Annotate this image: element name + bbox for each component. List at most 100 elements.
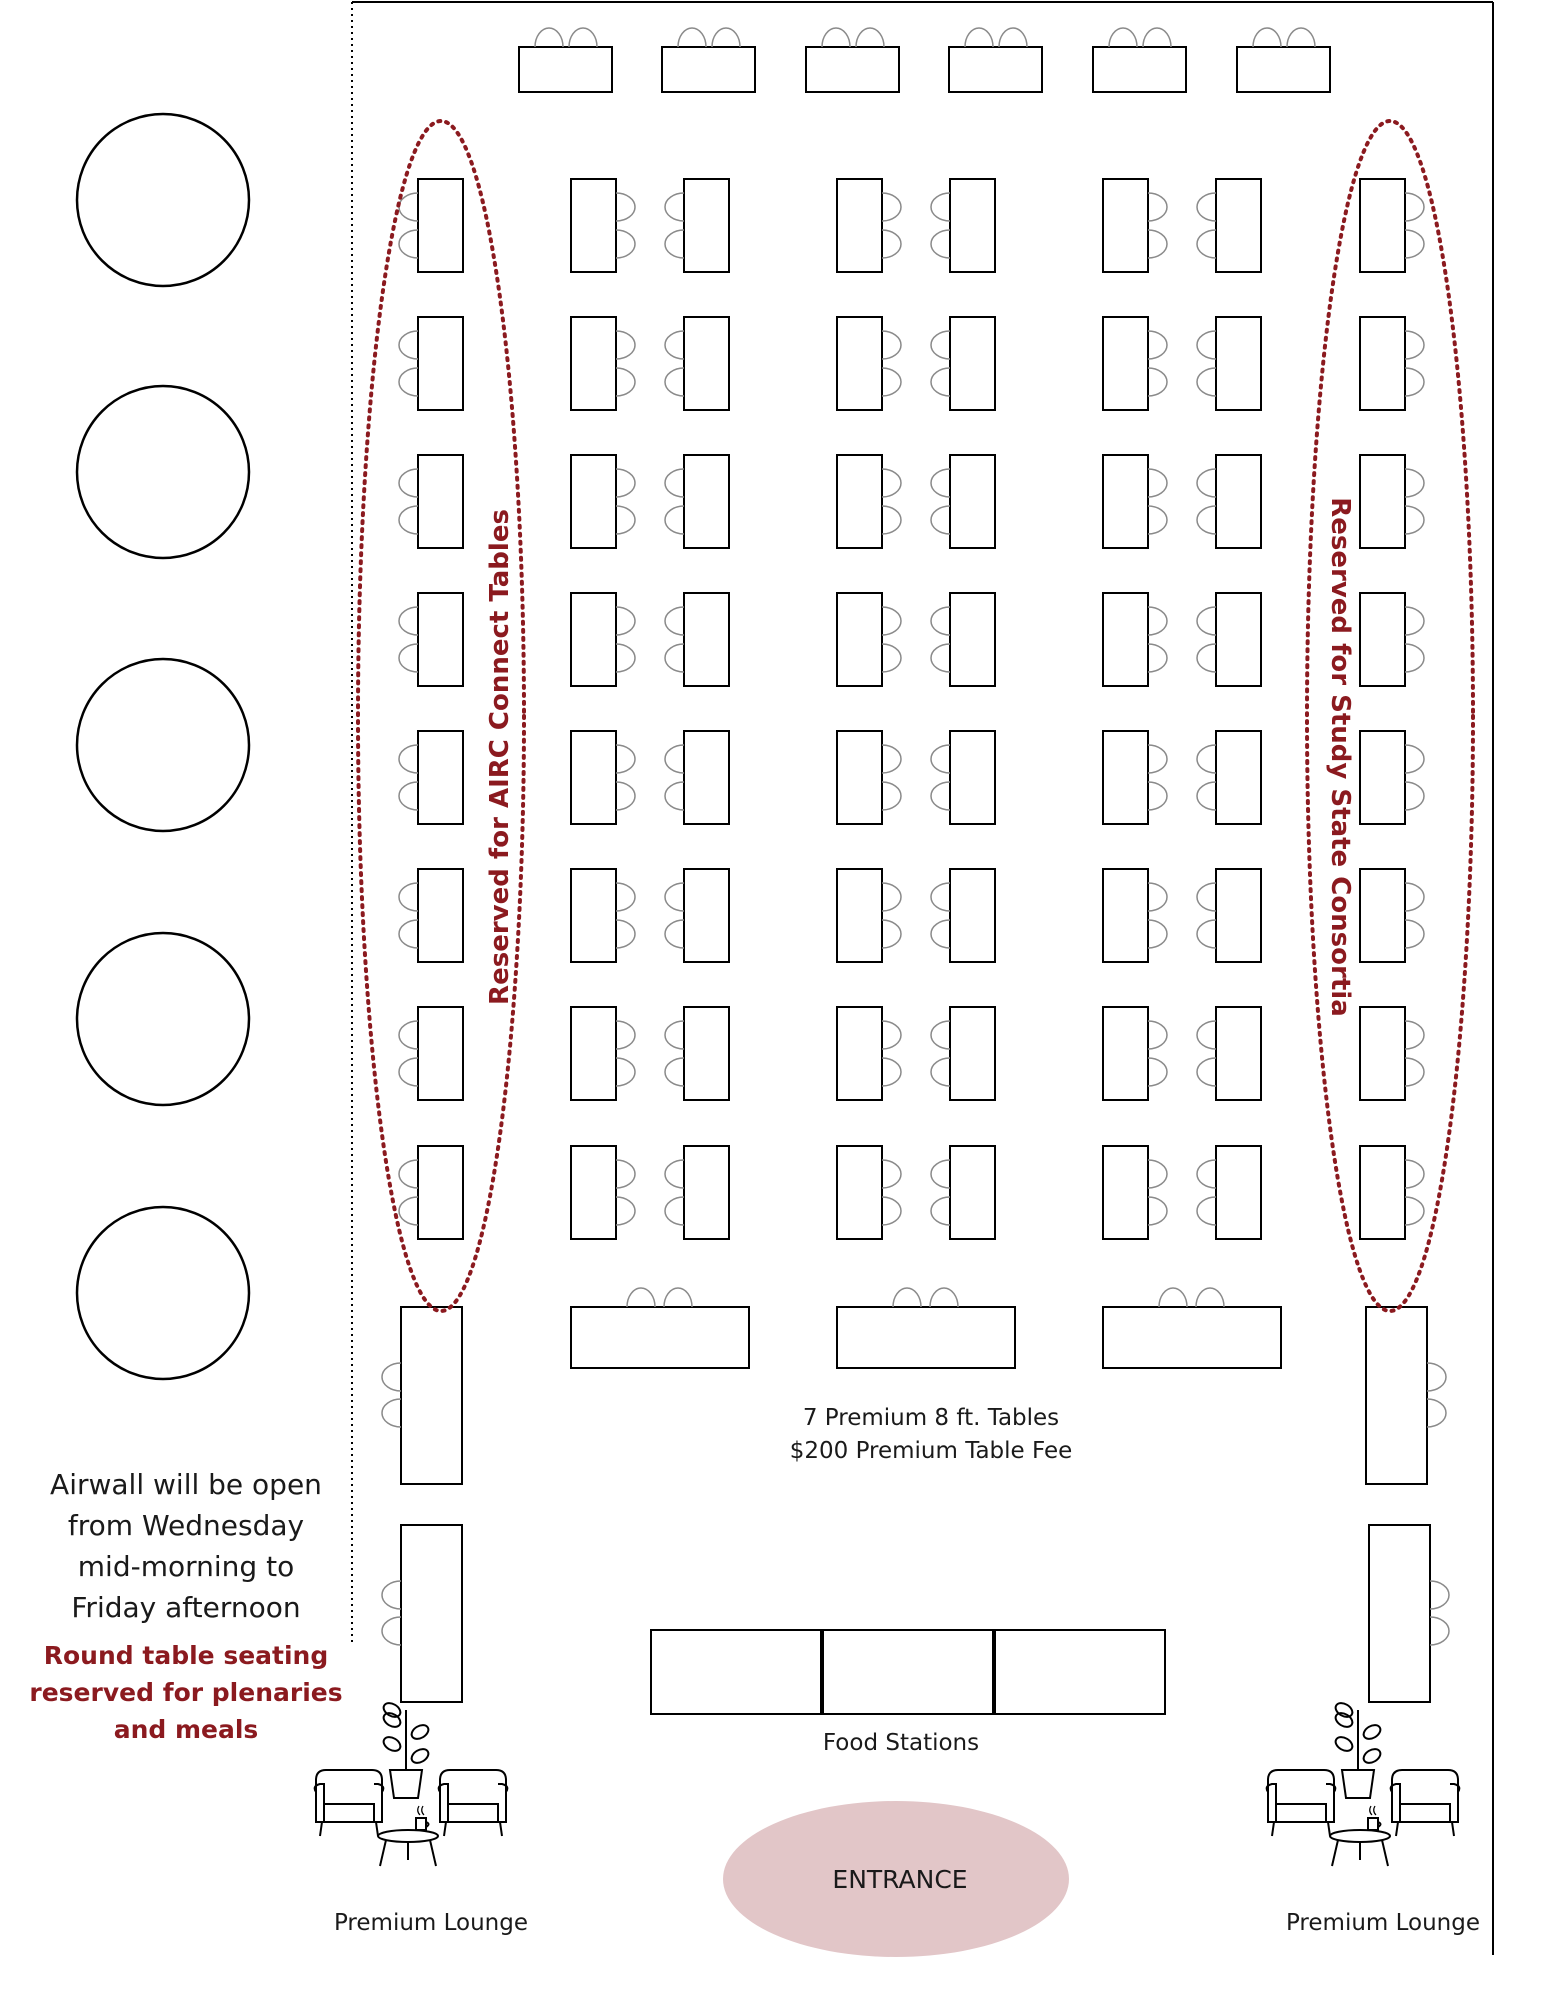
chair-icon (398, 1057, 419, 1087)
chair-icon (1147, 1057, 1168, 1087)
chair-icon (1286, 27, 1316, 48)
chair-icon (1147, 919, 1168, 949)
round-table (75, 384, 251, 560)
chair-icon (1196, 192, 1217, 222)
chair-icon (1196, 1159, 1217, 1189)
chair-icon (1196, 330, 1217, 360)
airwall-note-line: mid-morning to (78, 1550, 294, 1583)
chair-icon (664, 781, 685, 811)
chair-icon (615, 1159, 636, 1189)
chair-icon (398, 882, 419, 912)
chair-icon (398, 468, 419, 498)
exhibit-table (1215, 868, 1262, 963)
chair-icon (881, 919, 902, 949)
side-table (1368, 1524, 1431, 1703)
side-table (1365, 1306, 1428, 1485)
exhibit-table (836, 730, 883, 825)
chair-icon (1404, 919, 1425, 949)
chair-icon (1147, 1196, 1168, 1226)
top-table (1236, 46, 1331, 93)
chair-icon (821, 27, 851, 48)
chair-icon (1196, 505, 1217, 535)
exhibit-table (1359, 1006, 1406, 1101)
chair-icon (1147, 192, 1168, 222)
chair-icon (664, 744, 685, 774)
side-table (400, 1306, 463, 1485)
chair-icon (664, 882, 685, 912)
chair-icon (1196, 1196, 1217, 1226)
exhibit-table (949, 1145, 996, 1240)
chair-icon (1147, 882, 1168, 912)
chair-icon (1196, 1057, 1217, 1087)
premium-tables (570, 1287, 1282, 1369)
chair-icon (664, 919, 685, 949)
chair-icon (398, 330, 419, 360)
chair-icon (1147, 1020, 1168, 1050)
chair-icon (615, 643, 636, 673)
chair-icon (664, 1196, 685, 1226)
airwall-note-line: from Wednesday (68, 1509, 304, 1542)
exhibit-table (683, 868, 730, 963)
exhibit-table (1215, 1145, 1262, 1240)
food-station-tables (650, 1629, 1166, 1715)
chair-icon (398, 1020, 419, 1050)
chair-icon (881, 744, 902, 774)
exhibit-table (417, 1006, 464, 1101)
exhibit-table (836, 454, 883, 549)
chair-icon (964, 27, 994, 48)
plant-icon (1334, 1702, 1382, 1799)
exhibit-table (417, 454, 464, 549)
chair-icon (1147, 468, 1168, 498)
top-table (661, 46, 756, 93)
chair-icon (615, 468, 636, 498)
chair-icon (615, 882, 636, 912)
lounge-chair-icon (1265, 1769, 1337, 1837)
chair-icon (615, 606, 636, 636)
chair-icon (664, 1057, 685, 1087)
premium-tables-count: 7 Premium 8 ft. Tables (803, 1405, 1059, 1431)
chair-icon (664, 192, 685, 222)
chair-icon (1147, 1159, 1168, 1189)
chair-icon (664, 367, 685, 397)
premium-lounge-right (1265, 1702, 1461, 1867)
chair-icon (930, 744, 951, 774)
exhibit-table (1215, 592, 1262, 687)
chair-icon (711, 27, 741, 48)
food-station-table (650, 1629, 822, 1715)
coffee-table-icon (1329, 1805, 1391, 1867)
exhibit-table (1102, 1006, 1149, 1101)
chair-icon (930, 1196, 951, 1226)
chair-icon (664, 1159, 685, 1189)
chair-icon (615, 744, 636, 774)
round-tables (75, 112, 251, 1381)
chair-icon (615, 229, 636, 259)
chair-icon (398, 367, 419, 397)
top-table (805, 46, 900, 93)
chair-icon (930, 882, 951, 912)
chair-icon (626, 1287, 656, 1308)
exhibit-table (1215, 730, 1262, 825)
chair-icon (664, 643, 685, 673)
chair-icon (398, 229, 419, 259)
chair-icon (615, 1057, 636, 1087)
side-table (400, 1524, 463, 1703)
exhibit-table (1215, 316, 1262, 411)
entrance-label: ENTRANCE (832, 1865, 967, 1894)
entrance[interactable]: ENTRANCE (723, 1801, 1069, 1957)
chair-icon (1147, 505, 1168, 535)
chair-icon (1196, 882, 1217, 912)
exhibit-table (1215, 1006, 1262, 1101)
chair-icon (664, 505, 685, 535)
lounge-chair-icon (1389, 1769, 1461, 1837)
exhibit-table (836, 868, 883, 963)
chair-icon (1196, 468, 1217, 498)
chair-icon (664, 330, 685, 360)
chair-icon (1142, 27, 1172, 48)
chair-icon (663, 1287, 693, 1308)
premium-lounge-left (313, 1702, 509, 1867)
exhibit-table (949, 592, 996, 687)
exhibit-table (1102, 730, 1149, 825)
top-row-tables (518, 27, 1331, 93)
chair-icon (1158, 1287, 1188, 1308)
